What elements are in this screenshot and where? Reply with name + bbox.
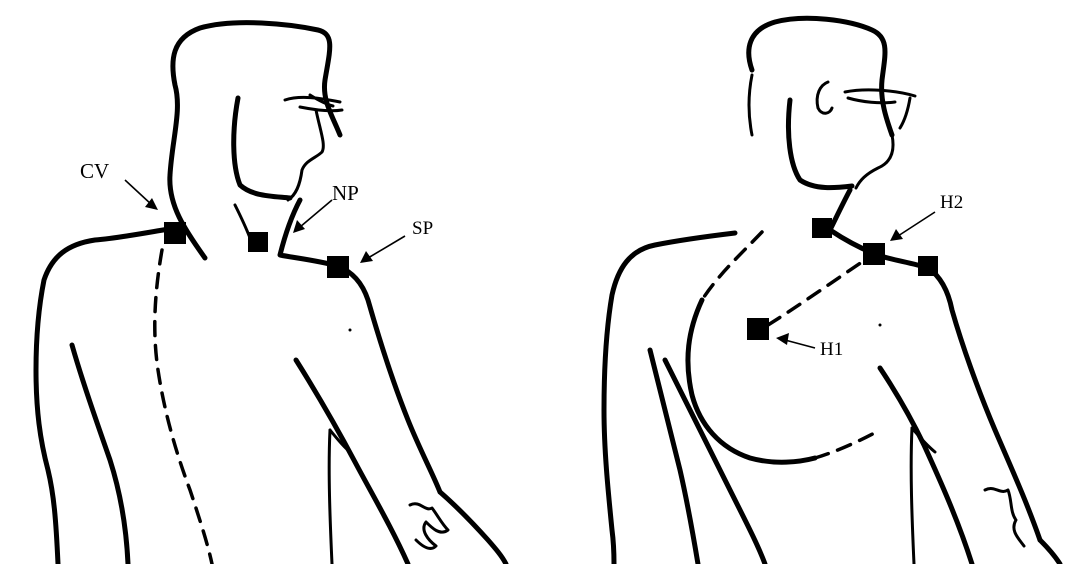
left-neck-shoulder (280, 200, 440, 492)
shoulder-marker (918, 256, 938, 276)
np-arrow-head (293, 220, 305, 233)
left-glasses (285, 97, 342, 110)
right-hand (985, 489, 1024, 546)
right-ear (817, 82, 832, 113)
sp-marker (327, 256, 349, 278)
right-head-dashed (749, 75, 752, 135)
h1-arrow-head (776, 333, 789, 345)
np-label: NP (332, 181, 359, 205)
left-inner-back (72, 345, 128, 564)
left-back-neck-dashed (235, 205, 250, 238)
left-stray-dot (349, 329, 352, 332)
np-arrow (300, 200, 332, 227)
right-figure: H2 H1 (604, 18, 1060, 564)
right-arm-inner (880, 368, 972, 564)
sp-arrow (368, 236, 405, 258)
left-front-neck (234, 98, 290, 198)
h1-arrow (785, 340, 815, 348)
left-arm-inner (296, 360, 408, 564)
left-elbow (329, 430, 350, 564)
h1-label: H1 (820, 339, 843, 360)
right-back-shoulder (604, 233, 735, 564)
h1-marker (747, 318, 769, 340)
left-back-shoulder (36, 228, 175, 564)
h2-marker (863, 243, 885, 265)
sp-label: SP (412, 218, 433, 239)
right-head-outline (749, 18, 892, 135)
left-forearm (440, 492, 506, 564)
h1-h2-dashed-line (768, 258, 868, 325)
right-stray-dot (879, 324, 882, 327)
cv-marker (164, 222, 186, 244)
right-chest-dashed (815, 430, 880, 458)
cv-arrow (125, 180, 152, 205)
np-marker (248, 232, 268, 252)
h2-arrow (898, 212, 935, 236)
neck-marker (812, 218, 832, 238)
right-neck-down (830, 190, 1040, 540)
left-figure: CV NP SP (36, 23, 506, 564)
h2-arrow-head (890, 229, 903, 241)
right-forearm (1040, 540, 1060, 564)
h2-label: H2 (940, 192, 963, 213)
left-hand (410, 504, 448, 549)
cv-label: CV (80, 159, 109, 183)
right-face-jaw (856, 135, 893, 188)
left-spine-dashed (155, 250, 212, 564)
right-back-dashed (702, 232, 762, 300)
left-head-outline (170, 23, 340, 258)
